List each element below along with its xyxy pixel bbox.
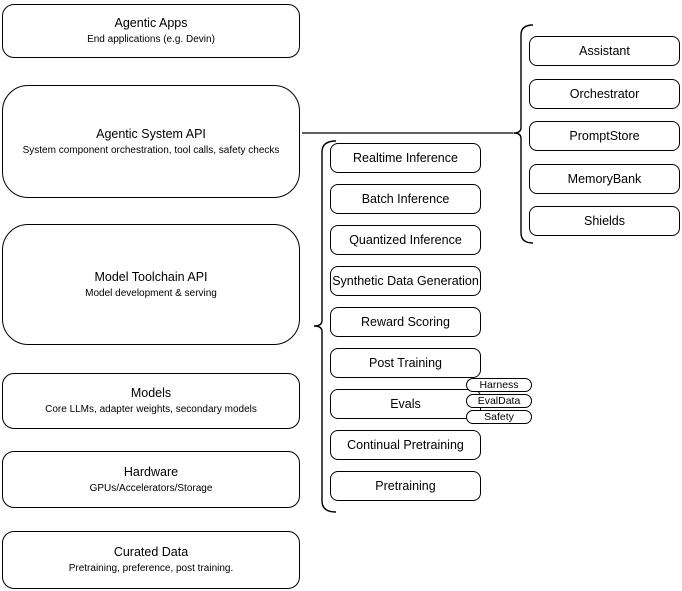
layer-subtitle: Pretraining, preference, post training.	[68, 563, 234, 574]
layer-subtitle: End applications (e.g. Devin)	[87, 34, 215, 45]
toolchain-item: Synthetic Data Generation	[330, 266, 481, 296]
component-item: Shields	[529, 206, 680, 236]
layer-box-curated-data: Curated Data Pretraining, preference, po…	[2, 531, 300, 589]
layer-title: Hardware	[123, 464, 179, 479]
layer-subtitle: System component orchestration, tool cal…	[22, 144, 280, 156]
component-item: PromptStore	[529, 121, 680, 151]
toolchain-item: Post Training	[330, 348, 481, 378]
layer-title: Model Toolchain API	[94, 269, 208, 284]
layer-subtitle: GPUs/Accelerators/Storage	[89, 482, 213, 494]
layer-title: Agentic System API	[96, 126, 206, 141]
toolchain-item: Reward Scoring	[330, 307, 481, 337]
toolchain-item: Pretraining	[330, 471, 481, 501]
eval-tag: Safety	[466, 410, 532, 424]
toolchain-item: Evals	[330, 389, 481, 419]
toolchain-item: Quantized Inference	[330, 225, 481, 255]
eval-tag: Harness	[466, 378, 532, 392]
layer-title: Curated Data	[113, 545, 189, 559]
layer-subtitle: Core LLMs, adapter weights, secondary mo…	[45, 404, 257, 415]
layer-box-models: Models Core LLMs, adapter weights, secon…	[2, 373, 300, 429]
toolchain-item: Continual Pretraining	[330, 430, 481, 460]
layer-title: Models	[130, 386, 172, 400]
layer-box-model-toolchain-api: Model Toolchain API Model development & …	[2, 224, 300, 345]
layer-box-agentic-apps: Agentic Apps End applications (e.g. Devi…	[2, 4, 300, 58]
toolchain-item: Batch Inference	[330, 184, 481, 214]
layer-box-hardware: Hardware GPUs/Accelerators/Storage	[2, 451, 300, 508]
eval-tag: EvalData	[466, 394, 532, 408]
layer-box-agentic-system-api: Agentic System API System component orch…	[2, 85, 300, 198]
toolchain-item: Realtime Inference	[330, 143, 481, 173]
layer-title: Agentic Apps	[114, 16, 188, 30]
component-item: Assistant	[529, 36, 680, 66]
layer-subtitle: Model development & serving	[85, 287, 217, 299]
component-item: Orchestrator	[529, 78, 680, 109]
component-item: MemoryBank	[529, 163, 680, 194]
